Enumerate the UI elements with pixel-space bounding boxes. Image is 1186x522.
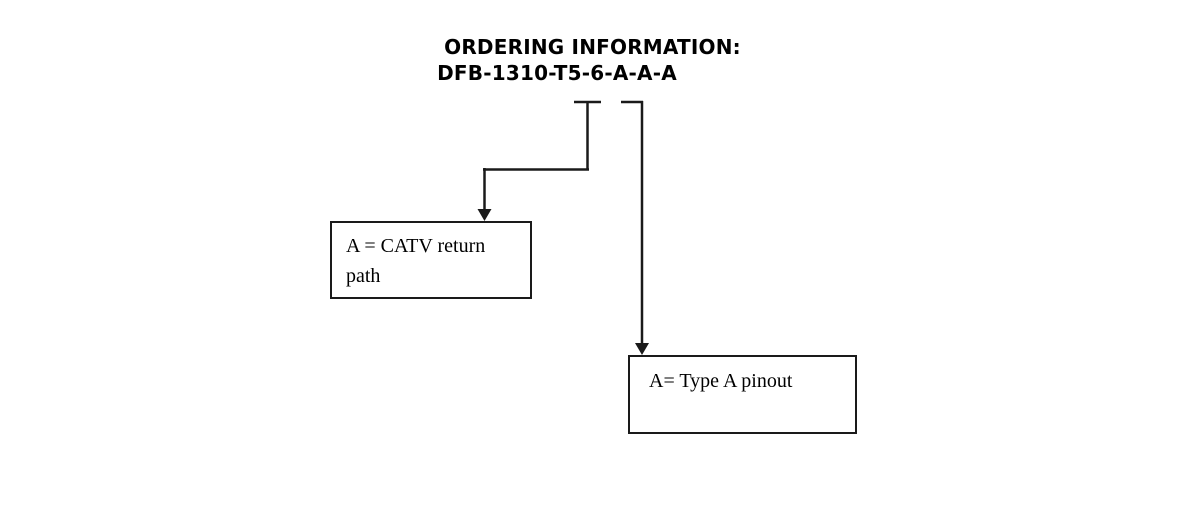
callout-box-catv-return-path: A = CATV return path	[330, 221, 532, 299]
callout-box-type-a-pinout: A= Type A pinout	[628, 355, 857, 434]
connector-type-a-pinout	[621, 100, 649, 355]
connector-catv-return-path	[477, 100, 601, 221]
connector-pinout-arrowhead	[635, 343, 649, 355]
callout-label-type-a-pinout: A= Type A pinout	[649, 370, 793, 392]
connector-catv-arrowhead	[477, 209, 492, 221]
callout-label-catv-return-path: A = CATV return path	[346, 235, 491, 287]
